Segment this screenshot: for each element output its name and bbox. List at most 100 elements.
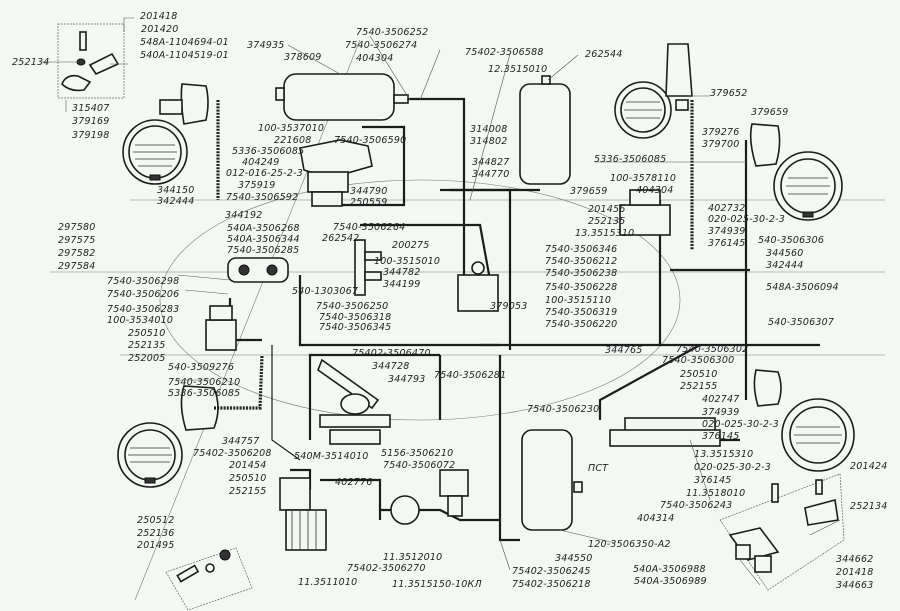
- part-label: 7540-3506230: [527, 404, 600, 415]
- brake-chamber-right-lower: [753, 369, 855, 472]
- part-label: 540A-3506268: [227, 223, 300, 234]
- part-label: 75402-3506218: [512, 579, 591, 590]
- part-label: 100-3537010: [258, 123, 325, 134]
- part-label: 540M-3514010: [294, 451, 369, 462]
- part-label: 7540-3506212: [545, 256, 618, 267]
- part-label: 344663: [836, 580, 874, 591]
- part-label: 201424: [850, 461, 888, 472]
- leader-lines: [42, 17, 841, 586]
- part-label: 374939: [702, 407, 740, 418]
- dual-valve-right: [619, 189, 671, 236]
- part-label: 540-3506306: [758, 235, 825, 246]
- part-label: 13.3515310: [694, 449, 754, 460]
- part-label: 250559: [350, 197, 388, 208]
- part-label: 7540-3506264: [333, 222, 406, 233]
- part-label: 252135: [588, 216, 626, 227]
- part-label: 540-3506307: [768, 317, 835, 328]
- part-label: 314802: [470, 136, 508, 147]
- part-label: 020-025-30-2-3: [702, 419, 779, 430]
- part-label: 297580: [58, 222, 96, 233]
- part-label: 344782: [383, 267, 421, 278]
- part-label: 404304: [356, 53, 394, 64]
- part-label: 100-3515110: [545, 295, 612, 306]
- part-label: 379659: [570, 186, 608, 197]
- part-label: 379659: [751, 107, 789, 118]
- part-label: 252155: [229, 486, 267, 497]
- part-label: 201418: [140, 11, 178, 22]
- part-label: 201420: [141, 24, 179, 35]
- part-label: 7540-3506243: [660, 500, 733, 511]
- part-label: 7540-3506228: [545, 282, 618, 293]
- part-label: 100-3515010: [374, 256, 441, 267]
- part-label: 344790: [350, 186, 388, 197]
- part-label: 7540-3506238: [545, 268, 618, 279]
- part-label: 120-3506350-А2: [588, 539, 671, 550]
- part-label: 252134: [850, 501, 888, 512]
- part-label: 376145: [702, 431, 740, 442]
- part-label: 11.3512010: [383, 552, 443, 563]
- part-label: 7540-3506319: [545, 307, 618, 318]
- part-label: 11.3511010: [298, 577, 358, 588]
- part-label: 250510: [128, 328, 166, 339]
- part-label: 540-1303067: [292, 286, 359, 297]
- part-label: 344770: [472, 169, 510, 180]
- background-guides: [50, 39, 885, 601]
- relay-valve-right: [609, 417, 721, 447]
- part-label: 344150: [157, 185, 195, 196]
- part-label: 402732: [708, 203, 746, 214]
- compressor-unloader: [279, 477, 327, 551]
- part-label: 75402-3506245: [512, 566, 591, 577]
- part-label: 7540-3506220: [545, 319, 618, 330]
- air-receiver-vertical-top: [519, 75, 571, 185]
- part-label: 379276: [702, 127, 740, 138]
- part-label: 7540-3506345: [319, 322, 392, 333]
- part-label: 342444: [766, 260, 804, 271]
- protective-valve: [457, 261, 499, 312]
- part-label: 540A-3506988: [633, 564, 706, 575]
- part-label: 540A-3506344: [227, 234, 300, 245]
- brake-chamber-top-right: [614, 43, 694, 250]
- part-label: 404314: [637, 513, 675, 524]
- part-label: 7540-3506252: [356, 27, 429, 38]
- part-label: 262544: [585, 49, 623, 60]
- brake-pedal-valve: [317, 358, 391, 445]
- part-label: 252155: [680, 381, 718, 392]
- part-label: 020-025-30-2-3: [708, 214, 785, 225]
- clamp-inset-bottom-right: [719, 473, 845, 591]
- part-label: 404249: [242, 157, 280, 168]
- part-label: 379700: [702, 139, 740, 150]
- part-label: 7540-3506300: [662, 355, 735, 366]
- part-label: 374935: [247, 40, 285, 51]
- part-label: 7540-3506283: [107, 304, 180, 315]
- part-label: 344757: [222, 436, 260, 447]
- part-label: 252005: [128, 353, 166, 364]
- part-label: 344550: [555, 553, 593, 564]
- part-label: 374939: [708, 226, 746, 237]
- part-label: 11.3515150-10КЛ: [392, 579, 482, 590]
- part-label: 402747: [702, 394, 740, 405]
- clamp-inset-top-left: [57, 23, 125, 99]
- part-label: 262542: [322, 233, 360, 244]
- brake-chamber-left-lower: [117, 355, 264, 488]
- part-label: 252135: [128, 340, 166, 351]
- part-label: 297575: [58, 235, 96, 246]
- part-label: 250510: [229, 473, 267, 484]
- brake-chamber-right-upper: [744, 123, 843, 400]
- part-label: 404304: [636, 185, 674, 196]
- clamp-inset-bottom-left: [165, 547, 253, 611]
- part-label: 548A-3506094: [766, 282, 839, 293]
- part-label: 7540-3506210: [168, 377, 241, 388]
- part-label: 12.3515010: [488, 64, 548, 75]
- part-label: 200275: [392, 240, 430, 251]
- part-label: 252134: [12, 57, 50, 68]
- brake-chamber-heater: [227, 257, 289, 283]
- part-label: 100-3534010: [107, 315, 174, 326]
- part-label: ПСТ: [588, 463, 609, 474]
- part-label: 378609: [284, 52, 322, 63]
- part-label: 100-3578110: [610, 173, 677, 184]
- pipelines: [228, 97, 820, 542]
- part-label: 75402-3506588: [465, 47, 544, 58]
- part-label: 13.3515310: [575, 228, 635, 239]
- part-label: 379053: [490, 301, 528, 312]
